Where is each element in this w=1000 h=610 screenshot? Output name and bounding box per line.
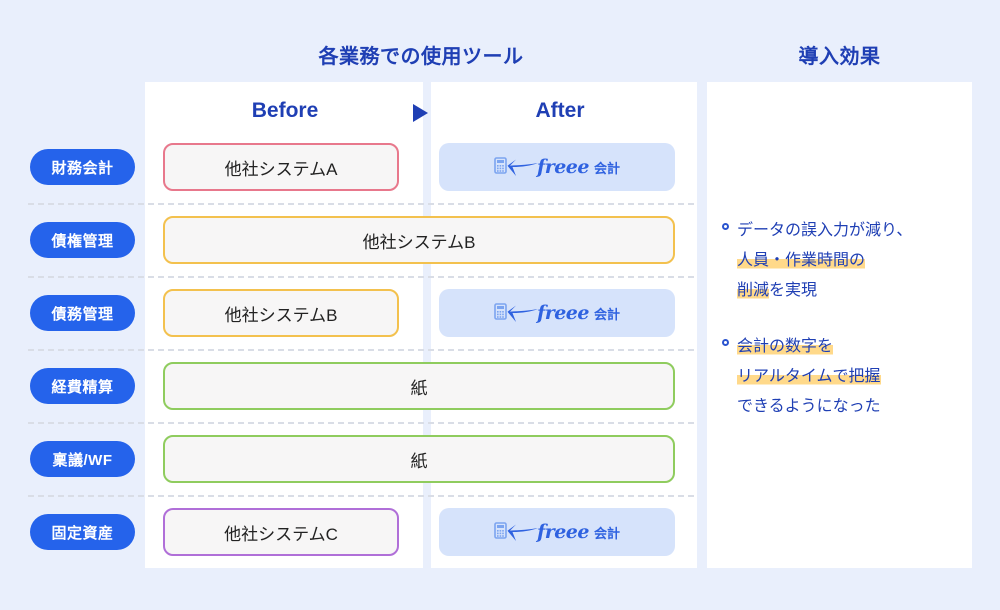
column-title-before: Before bbox=[251, 99, 319, 122]
triangle-right-icon bbox=[413, 104, 428, 122]
plain-text: データの誤入力が減り、 bbox=[737, 222, 913, 239]
row-separator bbox=[28, 495, 694, 497]
column-title-after: After bbox=[535, 99, 585, 122]
effect-line: データの誤入力が減り、 bbox=[737, 216, 972, 246]
row-separator bbox=[28, 422, 694, 424]
before-box-6: 他社システムC bbox=[163, 508, 399, 556]
row-separator bbox=[28, 203, 694, 205]
heading-effect: 導入効果 bbox=[798, 46, 881, 68]
column-divider bbox=[423, 82, 431, 568]
row-label-4: 経費精算 bbox=[30, 368, 135, 404]
effect-text: 会計の数字をリアルタイムで把握できるようになった bbox=[737, 332, 972, 422]
row-label-6: 固定資産 bbox=[30, 514, 135, 550]
freee-product-name: 会計 bbox=[593, 306, 620, 322]
bullet-ring-icon bbox=[722, 339, 729, 346]
row-label-2: 債権管理 bbox=[30, 222, 135, 258]
freee-product-name: 会計 bbox=[593, 525, 620, 541]
highlighted-text: 削減 bbox=[737, 282, 770, 299]
row-label-5: 稟議/WF bbox=[30, 441, 135, 477]
effects-list: データの誤入力が減り、人員・作業時間の削減を実現会計の数字をリアルタイムで把握で… bbox=[722, 216, 972, 448]
effect-item-1: データの誤入力が減り、人員・作業時間の削減を実現 bbox=[722, 216, 972, 306]
row-label-1: 財務会計 bbox=[30, 149, 135, 185]
before-box-4: 紙 bbox=[163, 362, 675, 410]
effect-text: データの誤入力が減り、人員・作業時間の削減を実現 bbox=[737, 216, 972, 306]
effect-line: できるようになった bbox=[737, 392, 972, 422]
effect-line: 削減を実現 bbox=[737, 276, 972, 306]
plain-text: を実現 bbox=[769, 282, 818, 299]
plain-text: できるようになった bbox=[737, 398, 881, 415]
row-separator bbox=[28, 276, 694, 278]
effect-line: 会計の数字を bbox=[737, 332, 972, 362]
before-box-2: 他社システムB bbox=[163, 216, 675, 264]
calculator-arrow-icon bbox=[494, 522, 539, 541]
effect-line: 人員・作業時間の bbox=[737, 246, 972, 276]
highlighted-text: 人員・作業時間の bbox=[737, 252, 866, 269]
highlighted-text: リアルタイムで把握 bbox=[737, 368, 881, 385]
before-box-5: 紙 bbox=[163, 435, 675, 483]
heading-tools: 各業務での使用ツール bbox=[318, 46, 524, 68]
before-box-1: 他社システムA bbox=[163, 143, 399, 191]
highlighted-text: 会計の数字を bbox=[737, 338, 834, 355]
freee-product-name: 会計 bbox=[593, 160, 620, 176]
effect-line: リアルタイムで把握 bbox=[737, 362, 972, 392]
calculator-arrow-icon bbox=[494, 303, 539, 322]
freee-wordmark: freee bbox=[537, 156, 589, 178]
freee-wordmark: freee bbox=[537, 302, 589, 324]
row-label-3: 債務管理 bbox=[30, 295, 135, 331]
row-separator bbox=[28, 349, 694, 351]
bullet-ring-icon bbox=[722, 223, 729, 230]
effects-card bbox=[707, 82, 972, 568]
effect-item-2: 会計の数字をリアルタイムで把握できるようになった bbox=[722, 332, 972, 422]
before-box-3: 他社システムB bbox=[163, 289, 399, 337]
calculator-arrow-icon bbox=[494, 157, 539, 176]
freee-wordmark: freee bbox=[537, 521, 589, 543]
